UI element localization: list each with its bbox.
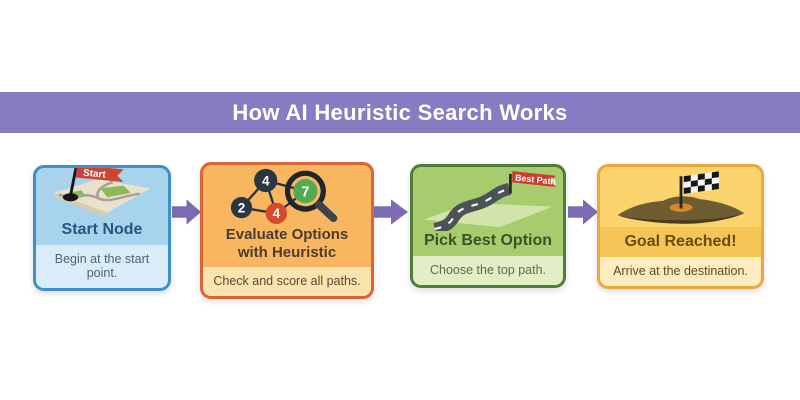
node-value-left: 2 bbox=[238, 200, 246, 215]
hill-checkered-flag-svg bbox=[617, 171, 744, 224]
flow-arrow-icon bbox=[568, 199, 598, 225]
node-value-top: 4 bbox=[262, 173, 270, 188]
step-card-start-node: Start Start Node Begin at the start poin… bbox=[33, 165, 171, 291]
graph-nodes-magnifier-icon: 4 2 4 7 bbox=[203, 165, 371, 225]
graph-magnifier-svg: 4 2 4 7 bbox=[230, 168, 338, 225]
step-title-start-node: Start Node bbox=[61, 221, 143, 238]
goal-title-band: Goal Reached! bbox=[600, 227, 761, 257]
page-title: How AI Heuristic Search Works bbox=[232, 99, 568, 125]
road-best-path-svg: Best Path bbox=[423, 171, 557, 231]
winding-road-flag-icon: Best Path bbox=[413, 167, 563, 231]
checkered-flag-checks bbox=[683, 171, 719, 194]
step-card-evaluate-options: 4 2 4 7 Evaluate Options with Heuristic … bbox=[200, 162, 374, 299]
map-start-flag-svg: Start bbox=[53, 168, 151, 218]
step-card-pick-best-option: Best Path Pick Best Option Choose the to… bbox=[410, 164, 566, 288]
node-value-best: 7 bbox=[301, 184, 309, 200]
step-title-goal-reached: Goal Reached! bbox=[624, 233, 737, 250]
step-description-start-node: Begin at the start point. bbox=[36, 245, 168, 288]
node-value-red: 4 bbox=[273, 206, 281, 221]
best-path-flag-label: Best Path bbox=[515, 173, 557, 187]
step-card-goal-reached: Goal Reached! Arrive at the destination. bbox=[597, 164, 764, 289]
step-title-pick-best-option: Pick Best Option bbox=[423, 232, 553, 249]
step-description-pick-best-option: Choose the top path. bbox=[413, 256, 563, 285]
hill-checkered-flag-icon bbox=[600, 167, 761, 227]
map-with-start-flag-icon: Start bbox=[36, 168, 168, 220]
flow-arrow-icon bbox=[172, 199, 201, 225]
step-description-evaluate-options: Check and score all paths. bbox=[203, 267, 371, 296]
start-flag-label: Start bbox=[83, 168, 107, 181]
flow-arrow-icon bbox=[374, 199, 408, 225]
header-banner: How AI Heuristic Search Works bbox=[0, 92, 800, 133]
step-title-evaluate-options: Evaluate Options with Heuristic bbox=[225, 226, 349, 261]
step-description-goal-reached: Arrive at the destination. bbox=[600, 257, 761, 286]
